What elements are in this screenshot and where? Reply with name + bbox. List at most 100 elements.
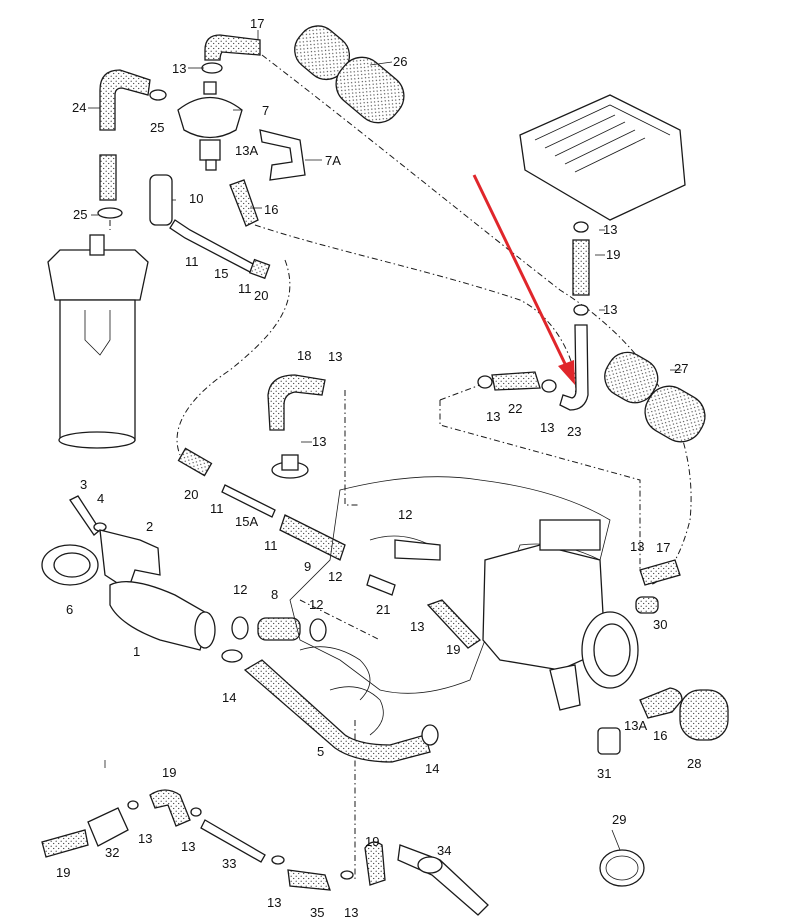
hose-17-right <box>639 559 681 586</box>
fuel-pump-1 <box>109 581 216 651</box>
throttle-body <box>482 519 639 711</box>
clamp-13-22-right <box>541 379 557 393</box>
pipe-15 <box>169 219 256 273</box>
callout-13-g: 13 <box>540 420 554 435</box>
connector-21 <box>366 574 396 596</box>
callout-13a-b: 13A <box>624 718 647 733</box>
callout-16-a: 16 <box>264 202 278 217</box>
callout-13-c: 13 <box>312 434 326 449</box>
callout-13-h: 13 <box>410 619 424 634</box>
callout-28: 28 <box>687 756 701 771</box>
callout-12-a: 12 <box>398 507 412 522</box>
activated-charcoal-filter-7 <box>177 81 243 171</box>
control-unit <box>519 94 686 221</box>
callout-12-c: 12 <box>233 582 247 597</box>
hose-24 <box>99 69 151 201</box>
callout-23: 23 <box>567 424 581 439</box>
pipe-33 <box>200 819 266 863</box>
clamp-13-right-b <box>573 304 589 316</box>
callout-20-b: 20 <box>184 487 198 502</box>
callout-17-b: 17 <box>656 540 670 555</box>
callout-27: 27 <box>674 361 688 376</box>
clamp-12-right <box>309 618 327 642</box>
callout-1: 1 <box>133 644 140 659</box>
callout-31: 31 <box>597 766 611 781</box>
callout-13-a: 13 <box>172 61 186 76</box>
callout-13-l: 13 <box>267 895 281 910</box>
callout-19-b: 19 <box>446 642 460 657</box>
callout-11-c: 11 <box>210 501 224 516</box>
callout-6: 6 <box>66 602 73 617</box>
callout-3: 3 <box>80 477 87 492</box>
hose-19-bottom-right <box>364 841 386 886</box>
hose-9 <box>279 514 346 561</box>
callout-17-a: 17 <box>250 16 264 31</box>
callout-11-b: 11 <box>238 281 252 296</box>
t-piece-10 <box>149 174 173 226</box>
fitting-12-mid <box>394 539 441 561</box>
hose-27 <box>604 351 706 443</box>
callout-35: 35 <box>310 905 324 920</box>
callout-11-d: 11 <box>264 538 278 553</box>
callout-29: 29 <box>612 812 626 827</box>
callout-11-a: 11 <box>185 254 199 269</box>
callout-32: 32 <box>105 845 119 860</box>
callout-25-b: 25 <box>73 207 87 222</box>
callout-8: 8 <box>271 587 278 602</box>
pipe-34 <box>397 844 489 916</box>
hose-35 <box>287 869 331 891</box>
callout-13-m: 13 <box>344 905 358 920</box>
callout-4: 4 <box>97 491 104 506</box>
clamp-25-lower <box>97 207 123 219</box>
callout-19-a: 19 <box>606 247 620 262</box>
hose-19-mid <box>426 599 482 649</box>
clamp-25-top <box>149 89 167 101</box>
clamp-14-left <box>221 649 243 663</box>
callout-7a: 7A <box>325 153 341 168</box>
bracket-7a <box>259 129 306 181</box>
callout-12-b: 12 <box>328 569 342 584</box>
callout-19-c: 19 <box>162 765 176 780</box>
hose-20-mid <box>177 447 213 477</box>
fitting-31 <box>597 727 621 755</box>
callout-13-f: 13 <box>486 409 500 424</box>
callout-7: 7 <box>262 103 269 118</box>
callout-13-d: 13 <box>603 222 617 237</box>
clamp-12-left <box>231 616 249 640</box>
clip-29 <box>599 849 645 887</box>
callout-21: 21 <box>376 602 390 617</box>
callout-14-a: 14 <box>222 690 236 705</box>
hose-20-top <box>248 258 271 280</box>
pipe-23 <box>559 324 589 411</box>
cap-13-mid <box>271 454 309 479</box>
callout-24: 24 <box>72 100 86 115</box>
callout-15a: 15A <box>235 514 258 529</box>
callout-13-b: 13 <box>328 349 342 364</box>
clamp-13-22-left <box>477 375 493 389</box>
callout-33: 33 <box>222 856 236 871</box>
fuel-canister <box>47 234 149 449</box>
hose-19-bottom-left <box>41 829 89 858</box>
callout-5: 5 <box>317 744 324 759</box>
callout-12-d: 12 <box>309 597 323 612</box>
hose-19-right <box>572 239 590 296</box>
callout-14-b: 14 <box>425 761 439 776</box>
clamps-13-bottom <box>127 800 354 880</box>
hose-22 <box>491 371 541 391</box>
hose-8 <box>257 617 301 641</box>
callout-13a-a: 13A <box>235 143 258 158</box>
hose-16-top <box>229 179 259 227</box>
leader-lines <box>88 30 682 851</box>
check-valve-32 <box>87 807 129 847</box>
callout-22: 22 <box>508 401 522 416</box>
callout-30: 30 <box>653 617 667 632</box>
clamp-13-right-a <box>573 221 589 233</box>
callout-25-a: 25 <box>150 120 164 135</box>
hose-26 <box>294 25 405 124</box>
callout-2: 2 <box>146 519 153 534</box>
hose-19-bottom-mid <box>149 789 191 827</box>
callout-34: 34 <box>437 843 451 858</box>
callout-9: 9 <box>304 559 311 574</box>
callout-10: 10 <box>189 191 203 206</box>
hose-18 <box>267 374 326 431</box>
